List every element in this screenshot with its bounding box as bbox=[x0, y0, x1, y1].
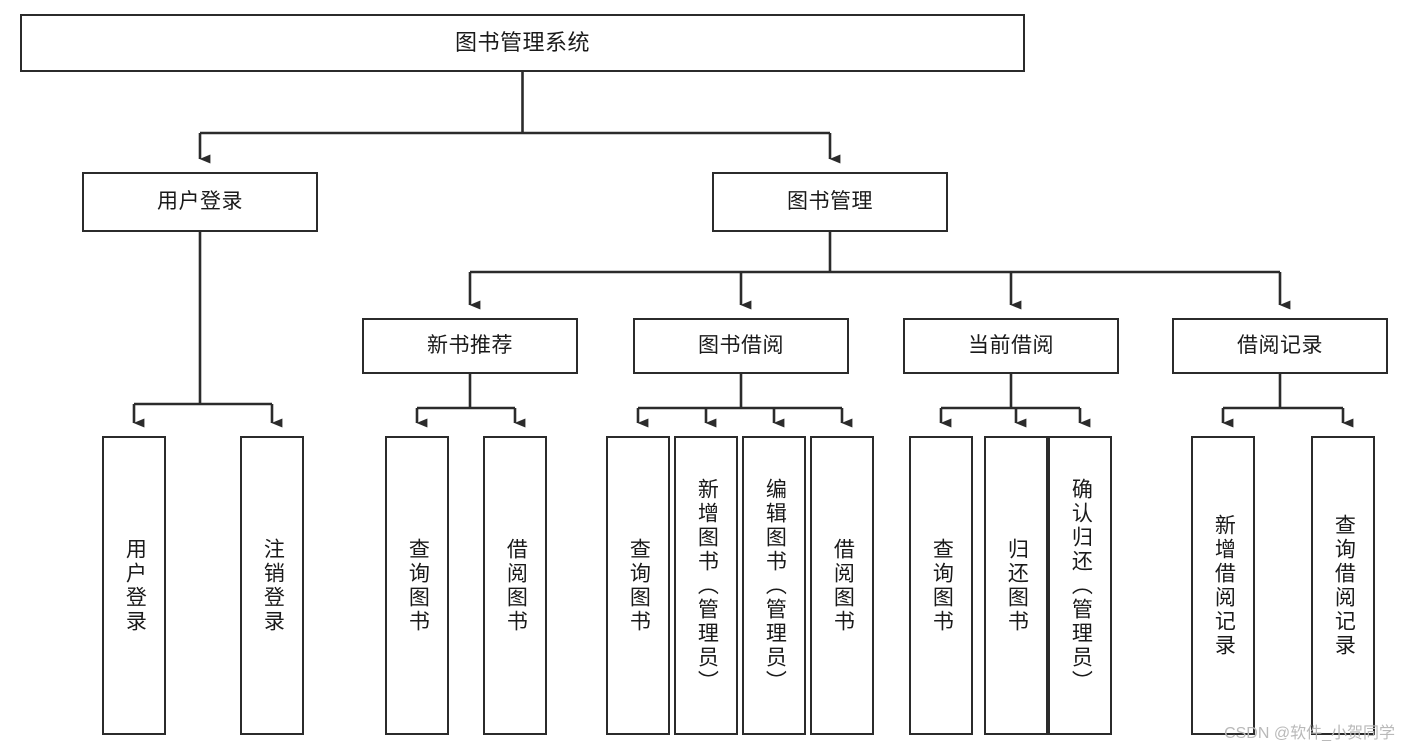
node-label-leaf-user-login: 用户登录 bbox=[123, 537, 147, 634]
node-label-leaf-add-rec: 新增借阅记录 bbox=[1212, 513, 1236, 658]
node-label-leaf-query-rec: 查询借阅记录 bbox=[1332, 513, 1356, 658]
node-leaf-query-2[interactable]: 查询图书 bbox=[606, 436, 670, 735]
node-label-leaf-add-book: 新增图书（管理员） bbox=[695, 477, 719, 694]
node-label-borrow-record: 借阅记录 bbox=[1237, 333, 1323, 357]
node-label-new-book-rec: 新书推荐 bbox=[427, 333, 513, 357]
node-leaf-add-book[interactable]: 新增图书（管理员） bbox=[674, 436, 738, 735]
node-label-book-manage: 图书管理 bbox=[787, 189, 873, 213]
node-book-borrow[interactable]: 图书借阅 bbox=[633, 318, 849, 374]
watermark-text: CSDN @软件_小贺同学 bbox=[1224, 725, 1395, 742]
node-current-borrow[interactable]: 当前借阅 bbox=[903, 318, 1119, 374]
node-leaf-user-login[interactable]: 用户登录 bbox=[102, 436, 166, 735]
node-label-leaf-query-1: 查询图书 bbox=[406, 537, 430, 634]
node-label-user-login: 用户登录 bbox=[157, 189, 243, 213]
node-borrow-record[interactable]: 借阅记录 bbox=[1172, 318, 1388, 374]
node-label-leaf-query-3: 查询图书 bbox=[930, 537, 954, 634]
node-label-leaf-query-2: 查询图书 bbox=[627, 537, 651, 634]
node-leaf-add-rec[interactable]: 新增借阅记录 bbox=[1191, 436, 1255, 735]
node-leaf-query-3[interactable]: 查询图书 bbox=[909, 436, 973, 735]
node-leaf-borrow-1[interactable]: 借阅图书 bbox=[483, 436, 547, 735]
node-label-current-borrow: 当前借阅 bbox=[968, 333, 1054, 357]
node-leaf-return[interactable]: 归还图书 bbox=[984, 436, 1048, 735]
node-leaf-query-1[interactable]: 查询图书 bbox=[385, 436, 449, 735]
node-label-book-borrow: 图书借阅 bbox=[698, 333, 784, 357]
node-leaf-query-rec[interactable]: 查询借阅记录 bbox=[1311, 436, 1375, 735]
node-leaf-borrow-2[interactable]: 借阅图书 bbox=[810, 436, 874, 735]
node-label-leaf-confirm: 确认归还（管理员） bbox=[1069, 477, 1093, 694]
node-leaf-confirm[interactable]: 确认归还（管理员） bbox=[1048, 436, 1112, 735]
node-root[interactable]: 图书管理系统 bbox=[20, 14, 1025, 72]
node-book-manage[interactable]: 图书管理 bbox=[712, 172, 948, 232]
node-label-leaf-borrow-1: 借阅图书 bbox=[504, 537, 528, 634]
node-user-login[interactable]: 用户登录 bbox=[82, 172, 318, 232]
node-new-book-rec[interactable]: 新书推荐 bbox=[362, 318, 578, 374]
node-label-leaf-return: 归还图书 bbox=[1005, 537, 1029, 634]
node-label-leaf-edit-book: 编辑图书（管理员） bbox=[763, 477, 787, 694]
node-leaf-logout[interactable]: 注销登录 bbox=[240, 436, 304, 735]
node-label-leaf-logout: 注销登录 bbox=[261, 537, 285, 634]
node-leaf-edit-book[interactable]: 编辑图书（管理员） bbox=[742, 436, 806, 735]
node-label-root: 图书管理系统 bbox=[454, 30, 590, 56]
node-label-leaf-borrow-2: 借阅图书 bbox=[831, 537, 855, 634]
